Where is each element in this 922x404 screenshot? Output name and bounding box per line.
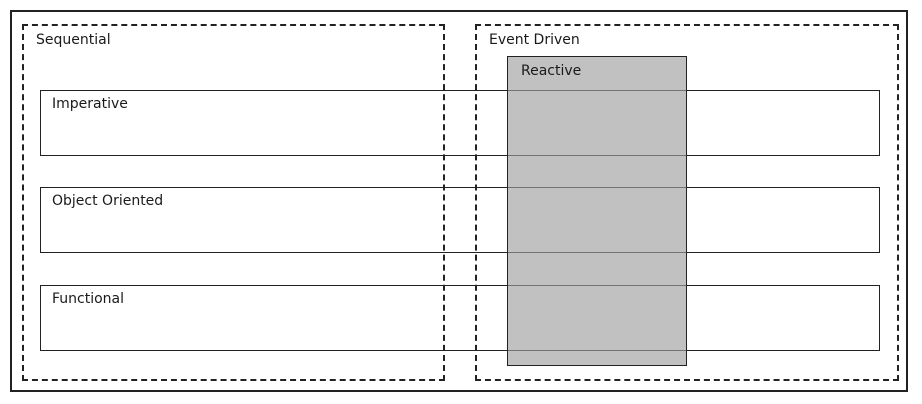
object-oriented-label: Object Oriented bbox=[52, 193, 164, 209]
imperative-label: Imperative bbox=[52, 96, 128, 112]
reactive-box: Reactive bbox=[507, 56, 687, 366]
functional-label: Functional bbox=[52, 291, 125, 307]
object-oriented-box: Object Oriented bbox=[40, 187, 880, 253]
reactive-label: Reactive bbox=[521, 63, 582, 79]
event-driven-zone: Event Driven bbox=[475, 24, 899, 381]
functional-box: Functional bbox=[40, 285, 880, 351]
sequential-zone: Sequential bbox=[22, 24, 445, 381]
sequential-label: Sequential bbox=[36, 32, 111, 48]
event-driven-label: Event Driven bbox=[489, 32, 580, 48]
diagram-frame bbox=[10, 10, 908, 392]
imperative-box: Imperative bbox=[40, 90, 880, 156]
